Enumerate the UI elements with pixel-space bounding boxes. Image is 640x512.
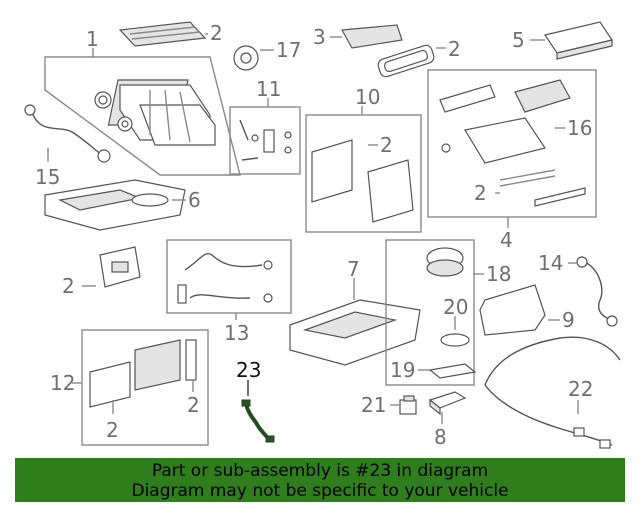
part-2-duct-seal[interactable]: 2 [377, 37, 461, 78]
callout-21: 21 [361, 393, 386, 417]
part-8-bracket[interactable]: 8 [428, 391, 467, 449]
part-17-actuator[interactable]: 17 [233, 38, 301, 71]
part-2-side-gasket[interactable]: 2 [62, 246, 141, 298]
callout-2e: 2 [62, 274, 75, 298]
callout-16: 16 [567, 116, 592, 140]
callout-10: 10 [355, 85, 380, 109]
part-18-blower-group[interactable]: 18 20 19 [385, 239, 511, 386]
callout-19: 19 [390, 358, 415, 382]
parts-diagram: 1 2 17 3 2 5 15 [24, 21, 621, 449]
callout-2a: 2 [210, 21, 223, 45]
callout-3: 3 [313, 25, 326, 49]
part-2-top-grid[interactable]: 2 [118, 21, 223, 47]
callout-22: 22 [568, 377, 593, 401]
part-4-blower-case[interactable]: 16 2 4 [427, 69, 597, 252]
callout-20: 20 [443, 295, 468, 319]
part-12-heater-core[interactable]: 12 2 2 [50, 329, 209, 446]
part-9-duct[interactable]: 9 [479, 284, 575, 336]
part-13-pipes[interactable]: 13 [166, 239, 292, 345]
callout-2c: 2 [380, 133, 393, 157]
callout-11: 11 [256, 77, 281, 101]
part-3-duct[interactable]: 3 [313, 24, 403, 49]
part-5-cabin-filter[interactable]: 5 [512, 21, 613, 60]
callout-8: 8 [434, 425, 447, 449]
banner-line-1: Part or sub-assembly is #23 in diagram [151, 461, 489, 481]
callout-7: 7 [347, 257, 360, 281]
callout-2g: 2 [187, 393, 200, 417]
banner-line-2: Diagram may not be specific to your vehi… [131, 481, 509, 501]
callout-17: 17 [276, 38, 301, 62]
part-7-main-case[interactable]: 7 [289, 257, 421, 366]
info-banner: Part or sub-assembly is #23 in diagram D… [15, 458, 625, 502]
callout-2f: 2 [106, 418, 119, 442]
part-15-harness[interactable]: 15 [24, 104, 111, 189]
callout-1: 1 [86, 27, 99, 51]
part-22-harness[interactable]: 22 [484, 336, 621, 449]
callout-4: 4 [500, 228, 513, 252]
callout-12: 12 [50, 371, 75, 395]
part-11-hardware-kit[interactable]: 11 [229, 77, 301, 175]
callout-6: 6 [188, 188, 201, 212]
callout-23: 23 [236, 358, 261, 382]
part-23-highlighted[interactable]: 23 [236, 358, 275, 443]
part-21-connector[interactable]: 21 [361, 393, 417, 417]
callout-18: 18 [486, 262, 511, 286]
callout-13: 13 [224, 321, 249, 345]
callout-14: 14 [538, 251, 563, 275]
part-10-evaporator[interactable]: 2 10 [305, 85, 422, 233]
callout-2d: 2 [474, 181, 487, 205]
part-6-lower-case[interactable]: 6 [44, 179, 201, 231]
part-1-hvac-case[interactable]: 1 [44, 27, 241, 176]
part-14-sensor[interactable]: 14 [538, 251, 618, 327]
callout-5: 5 [512, 28, 525, 52]
callout-2b: 2 [448, 37, 461, 61]
callout-9: 9 [562, 308, 575, 332]
callout-15: 15 [35, 165, 60, 189]
